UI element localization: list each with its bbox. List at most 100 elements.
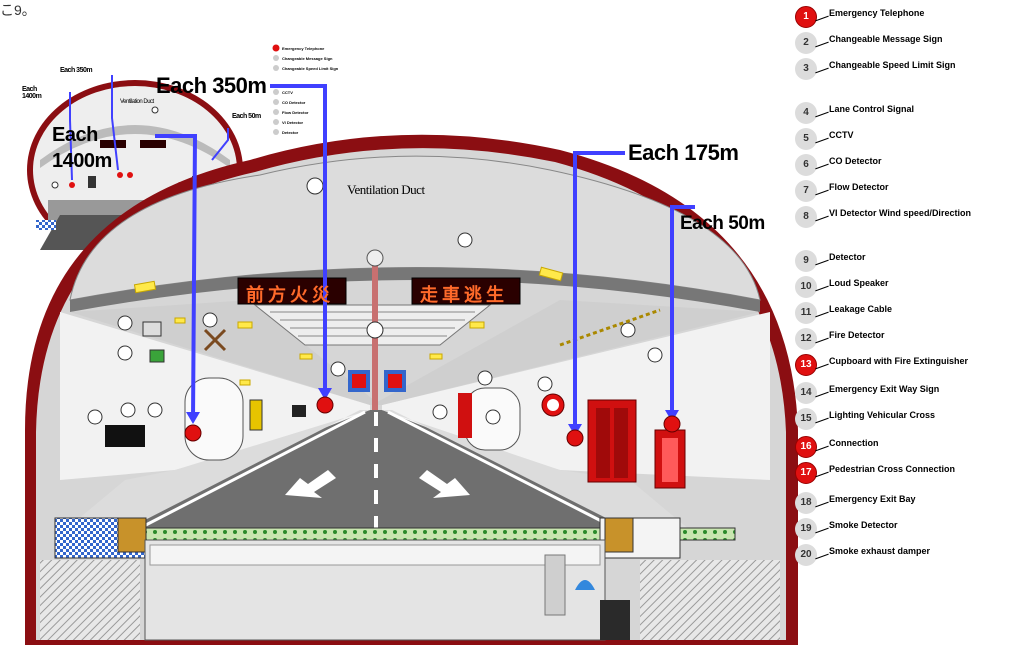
inset-legend-item: Flow Detector	[282, 108, 338, 118]
leader-line	[815, 312, 828, 318]
leader-line	[815, 364, 828, 370]
legend-item: 15 Lighting Vehicular Cross	[795, 408, 1007, 436]
inset-legend-item: CO Detector	[282, 98, 338, 108]
legend-number: 19	[795, 518, 817, 540]
leader-line	[815, 68, 828, 74]
leader-line	[815, 338, 828, 344]
legend-label: Lighting Vehicular Cross	[829, 410, 1004, 421]
legend-label: Changeable Message Sign	[829, 34, 1004, 45]
legend-number: 12	[795, 328, 817, 350]
legend-label: Smoke Detector	[829, 520, 1004, 531]
legend-label: Emergency Exit Bay	[829, 494, 1004, 505]
leader-line	[815, 216, 828, 222]
legend-label: Connection	[829, 438, 1004, 449]
legend-number: 2	[795, 32, 817, 54]
legend-item: 7 Flow Detector	[795, 180, 1007, 206]
inset-duct-label: Ventilation Duct	[120, 99, 154, 105]
legend-label: Lane Control Signal	[829, 104, 1004, 115]
legend-item: 20 Smoke exhaust damper	[795, 544, 1007, 570]
inset-legend-item: CCTV	[282, 88, 338, 98]
legend-number: 5	[795, 128, 817, 150]
legend-label: Pedestrian Cross Connection	[829, 464, 1004, 475]
legend-number: 13	[795, 354, 817, 376]
legend-label: Smoke exhaust damper	[829, 546, 1004, 557]
legend-number: 8	[795, 206, 817, 228]
leader-line	[815, 112, 828, 118]
leader-line	[815, 138, 828, 144]
duct-label: Ventilation Duct	[347, 182, 425, 198]
leader-line	[815, 418, 828, 424]
legend-item: 17 Pedestrian Cross Connection	[795, 462, 1007, 492]
inset-legend-item: Changeable Message Sign	[282, 54, 338, 64]
leader-line	[815, 42, 828, 48]
legend-label: Fire Detector	[829, 330, 1004, 341]
legend-number: 18	[795, 492, 817, 514]
sign-right: 走車逃生	[420, 281, 508, 307]
legend-label: Cupboard with Fire Extinguisher	[829, 356, 1004, 367]
inset-legend-item: VI Detector	[282, 118, 338, 128]
leader-line	[815, 260, 828, 266]
legend-item: 2 Changeable Message Sign	[795, 32, 1007, 58]
inset-callout-each: Each	[52, 124, 98, 147]
inset-legend-labels: Emergency Telephone Changeable Message S…	[282, 44, 338, 138]
leader-line	[815, 16, 828, 22]
legend-number: 1	[795, 6, 817, 28]
legend-item: 5CCTV	[795, 128, 1007, 154]
legend-number: 4	[795, 102, 817, 124]
legend-label: Emergency Telephone	[829, 8, 1004, 19]
legend-number: 15	[795, 408, 817, 430]
legend-item: 6 CO Detector	[795, 154, 1007, 180]
legend-item: 3 Changeable Speed Limit Sign	[795, 58, 1007, 102]
leader-line	[815, 190, 828, 196]
legend-label: Loud Speaker	[829, 278, 1004, 289]
leader-line	[815, 502, 828, 508]
legend: 1 Emergency Telephone 2 Changeable Message…	[795, 6, 1007, 570]
inset-legend	[273, 45, 280, 136]
leader-line	[815, 286, 828, 292]
legend-number: 9	[795, 250, 817, 272]
legend-number: 14	[795, 382, 817, 404]
legend-label: Leakage Cable	[829, 304, 1004, 315]
inset-legend-item: Detector	[282, 128, 338, 138]
inset-callout-1400m: 1400m	[52, 150, 112, 173]
legend-item: 1 Emergency Telephone	[795, 6, 1007, 32]
inset-legend-item: Changeable Speed Limit Sign	[282, 64, 338, 88]
leader-line	[815, 392, 828, 398]
legend-item: 16 Connection	[795, 436, 1007, 462]
legend-number: 16	[795, 436, 817, 458]
legend-item: 12 Fire Detector	[795, 328, 1007, 354]
callout-each-350m: Each 350m	[156, 73, 266, 99]
legend-item: 11 Leakage Cable	[795, 302, 1007, 328]
callout-each-50m: Each 50m	[680, 213, 765, 235]
callout-each-175m: Each 175m	[628, 140, 738, 166]
legend-item: 19 Smoke Detector	[795, 518, 1007, 544]
inset-callout-each-50m: Each 50m	[232, 113, 261, 120]
legend-number: 10	[795, 276, 817, 298]
legend-item: 8 VI Detector Wind speed/Direction	[795, 206, 1007, 250]
legend-label: CO Detector	[829, 156, 1004, 167]
leader-line	[815, 554, 828, 560]
legend-number: 20	[795, 544, 817, 566]
legend-number: 6	[795, 154, 817, 176]
legend-label: VI Detector Wind speed/Direction	[829, 208, 1004, 219]
inset-callout-each-1400m: Each 1400m	[22, 86, 44, 100]
sign-left: 前方火災	[246, 281, 334, 307]
legend-item: 14 Emergency Exit Way Sign	[795, 382, 1007, 408]
leader-line	[815, 472, 828, 478]
legend-number: 3	[795, 58, 817, 80]
legend-item: 18 Emergency Exit Bay	[795, 492, 1007, 518]
legend-label: Flow Detector	[829, 182, 1004, 193]
legend-number: 17	[795, 462, 817, 484]
legend-label: Emergency Exit Way Sign	[829, 384, 1004, 395]
leader-line	[815, 446, 828, 452]
inset-legend-item: Emergency Telephone	[282, 44, 338, 54]
legend-item: 10 Loud Speaker	[795, 276, 1007, 302]
legend-item: 9 Detector	[795, 250, 1007, 276]
leader-line	[815, 164, 828, 170]
inset-callout-each-350m: Each 350m	[60, 67, 92, 74]
legend-label: Detector	[829, 252, 1004, 263]
legend-label: Changeable Speed Limit Sign	[829, 60, 1004, 71]
legend-item: 13 Cupboard with Fire Extinguisher	[795, 354, 1007, 382]
legend-number: 7	[795, 180, 817, 202]
legend-number: 11	[795, 302, 817, 324]
